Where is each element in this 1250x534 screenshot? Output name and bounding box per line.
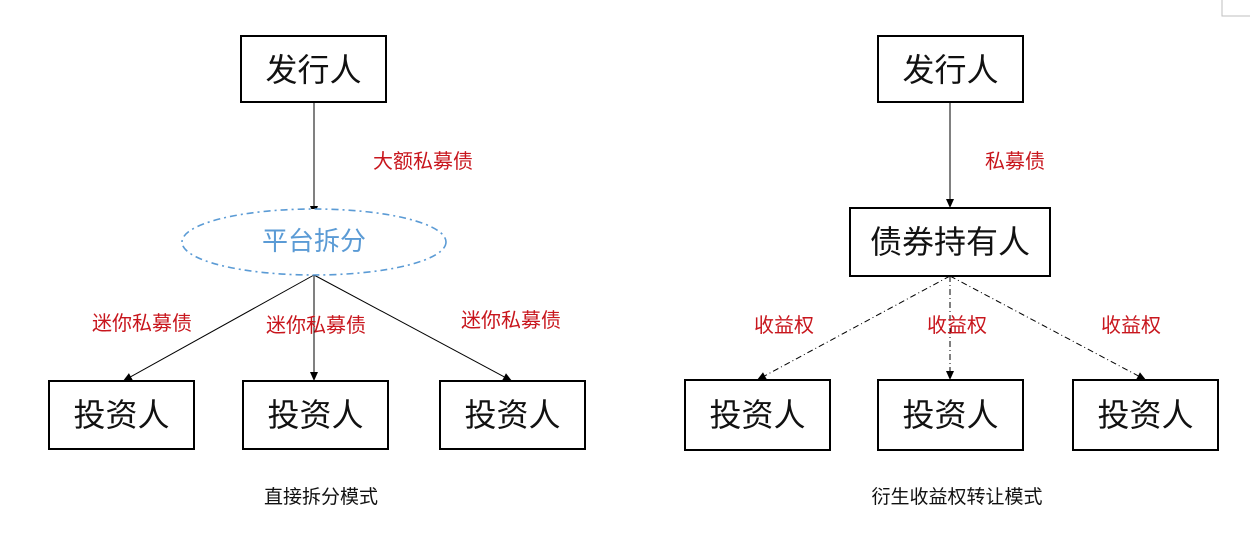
right-model-caption: 衍生收益权转让模式 xyxy=(871,486,1042,508)
left-investor-node-2: 投资人 xyxy=(242,380,389,450)
left-model-caption: 直接拆分模式 xyxy=(264,486,378,508)
right-branch-arrow-3 xyxy=(949,275,1147,381)
direct-split-model: 发行人 大额私募债 平台拆分 迷你私募债 迷你私募债 迷你私募债 投资人 投资人 xyxy=(48,35,586,508)
left-platform-label: 平台拆分 xyxy=(262,227,366,257)
right-investor-node-1: 投资人 xyxy=(684,379,831,451)
right-issuer-label: 发行人 xyxy=(902,51,998,89)
right-top-edge-label: 私募债 xyxy=(985,149,1045,173)
right-branch-label-3: 收益权 xyxy=(1101,313,1161,337)
derivative-transfer-model: 发行人 私募债 债券持有人 收益权 收益权 收益权 投资人 投资人 投资人 xyxy=(684,35,1219,508)
right-holder-node: 债券持有人 xyxy=(849,207,1051,277)
left-branch-label-2: 迷你私募债 xyxy=(266,313,366,337)
left-investor-label-1: 投资人 xyxy=(73,396,169,434)
right-issuer-node: 发行人 xyxy=(877,35,1024,103)
right-holder-label: 债券持有人 xyxy=(870,223,1030,261)
left-issuer-label: 发行人 xyxy=(265,51,361,89)
right-investor-label-2: 投资人 xyxy=(902,396,998,434)
right-investor-label-3: 投资人 xyxy=(1097,396,1193,434)
right-branch-label-2: 收益权 xyxy=(927,313,987,337)
left-top-edge-label: 大额私募债 xyxy=(373,149,473,173)
left-branch-label-3: 迷你私募债 xyxy=(461,308,561,332)
page-corner-mark xyxy=(1221,0,1250,17)
right-investor-node-2: 投资人 xyxy=(877,379,1024,451)
left-issuer-node: 发行人 xyxy=(240,35,387,103)
left-platform-node: 平台拆分 xyxy=(181,208,447,276)
left-branch-label-1: 迷你私募债 xyxy=(92,311,192,335)
left-branch-arrow-1 xyxy=(122,274,315,382)
right-investor-node-3: 投资人 xyxy=(1072,379,1219,451)
left-investor-label-3: 投资人 xyxy=(464,396,560,434)
right-branch-arrow-1 xyxy=(756,275,951,381)
left-investor-node-3: 投资人 xyxy=(439,380,586,450)
left-investor-label-2: 投资人 xyxy=(267,396,363,434)
right-investor-label-1: 投资人 xyxy=(709,396,805,434)
right-branch-label-1: 收益权 xyxy=(754,313,814,337)
left-branch-arrow-3 xyxy=(313,274,513,382)
left-investor-node-1: 投资人 xyxy=(48,380,195,450)
